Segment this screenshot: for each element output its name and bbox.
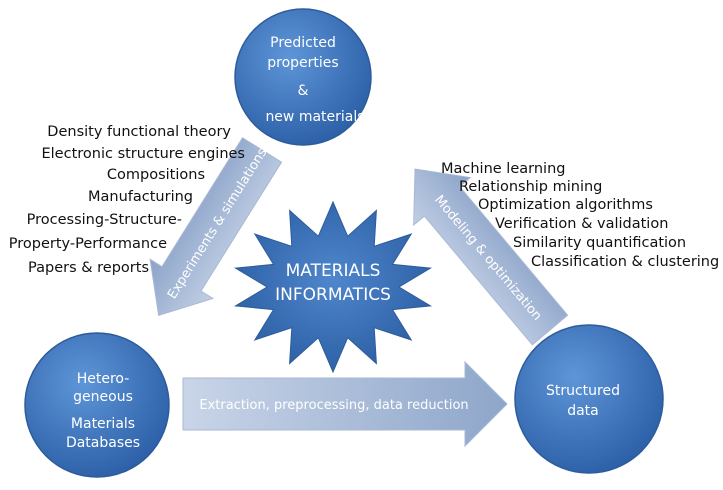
node-bl-line-2: geneous — [73, 389, 133, 405]
center-line-1: MATERIALS — [286, 261, 381, 281]
node-top-line-3: & — [298, 83, 309, 99]
right-list-item-4: Verification & validation — [495, 216, 669, 232]
node-bl-line-1: Hetero- — [77, 371, 130, 387]
left-list-item-7: Papers & reports — [28, 260, 149, 276]
node-br-line-2: data — [567, 403, 599, 419]
right-list-item-3: Optimization algorithms — [478, 197, 653, 213]
left-list-item-5: Processing-Structure- — [26, 212, 182, 228]
right-list-item-6: Classification & clustering — [531, 254, 720, 270]
center-line-2: INFORMATICS — [275, 285, 391, 305]
center-starburst: MATERIALS INFORMATICS — [233, 200, 433, 374]
right-list-item-5: Similarity quantification — [513, 235, 687, 251]
arrow-extraction: Extraction, preprocessing, data reductio… — [182, 360, 508, 448]
node-predicted-properties: Predicted properties & new materials — [234, 8, 372, 146]
left-list-item-4: Manufacturing — [88, 189, 193, 205]
node-top-line-4: new materials — [265, 109, 364, 125]
left-list-item-1: Density functional theory — [47, 124, 231, 140]
node-bl-line-4: Databases — [66, 435, 140, 451]
right-list-item-1: Machine learning — [441, 161, 566, 177]
node-heterogeneous-databases: Hetero- geneous Materials Databases — [24, 332, 170, 478]
node-top-line-1: Predicted — [270, 35, 336, 51]
left-list-item-3: Compositions — [106, 167, 205, 183]
right-list-item-2: Relationship mining — [459, 179, 603, 195]
node-br-line-1: Structured — [546, 383, 620, 399]
node-top-line-2: properties — [267, 55, 338, 71]
arrow-bottom-label: Extraction, preprocessing, data reductio… — [199, 398, 468, 413]
node-structured-data: Structured data — [514, 324, 664, 474]
left-list-item-2: Electronic structure engines — [41, 146, 245, 162]
node-bl-line-3: Materials — [71, 416, 135, 432]
left-list-item-6: Property-Performance — [8, 236, 167, 252]
